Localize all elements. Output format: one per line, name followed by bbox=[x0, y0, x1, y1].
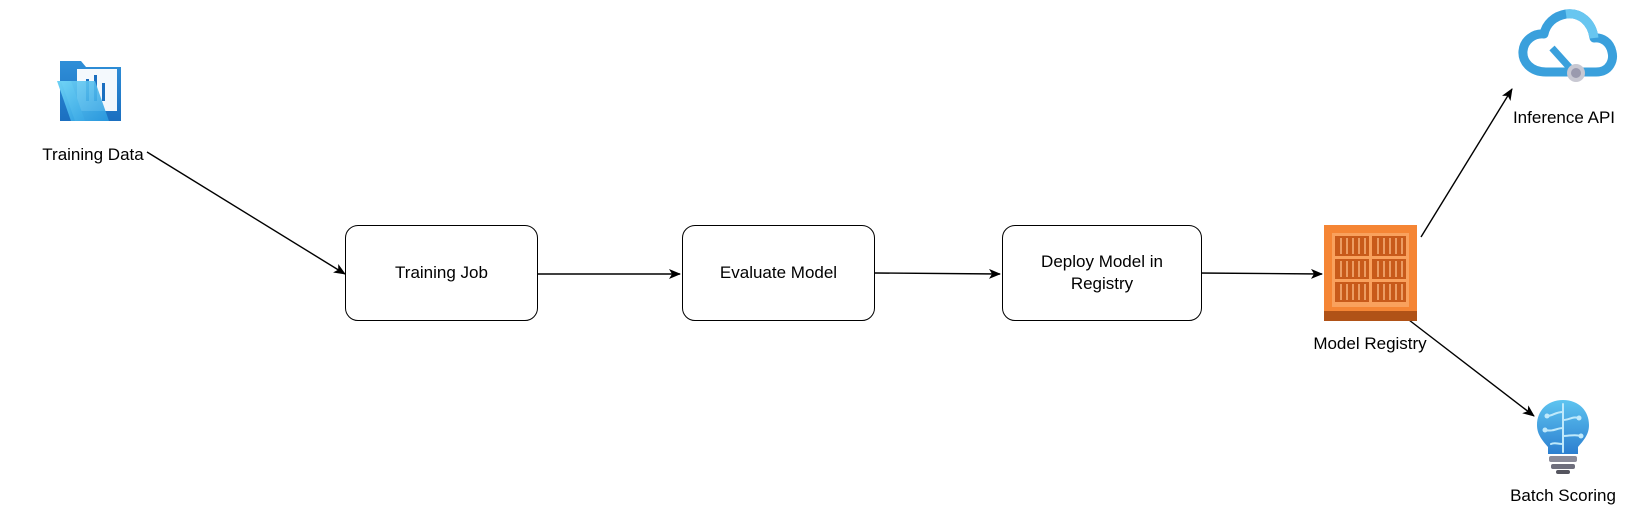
model-registry-label: Model Registry bbox=[1313, 334, 1427, 353]
edge-model-registry-to-batch-scoring bbox=[1408, 319, 1535, 417]
training-job-label: Training Job bbox=[395, 263, 488, 282]
edge-deploy-model-to-model-registry bbox=[1196, 268, 1323, 279]
deploy-model-label: Deploy Model in Registry bbox=[1041, 252, 1163, 293]
container-registry-icon bbox=[1324, 225, 1417, 321]
folder-data-icon bbox=[57, 61, 121, 121]
evaluate-model-box[interactable]: Evaluate Model bbox=[682, 225, 875, 321]
inference-api-label: Inference API bbox=[1512, 108, 1616, 127]
cloud-api-icon bbox=[1518, 9, 1617, 82]
training-job-box[interactable]: Training Job bbox=[345, 225, 538, 321]
edge-training-data-to-training-job bbox=[146, 151, 346, 275]
lightbulb-brain-icon bbox=[1537, 400, 1589, 474]
edge-model-registry-to-inference-api bbox=[1420, 88, 1513, 238]
training-data-label: Training Data bbox=[42, 145, 144, 164]
edge-evaluate-model-to-deploy-model bbox=[874, 268, 1001, 279]
batch-scoring-label: Batch Scoring bbox=[1510, 486, 1616, 505]
evaluate-model-label: Evaluate Model bbox=[719, 263, 838, 282]
deploy-model-box[interactable]: Deploy Model in Registry bbox=[1002, 225, 1202, 321]
